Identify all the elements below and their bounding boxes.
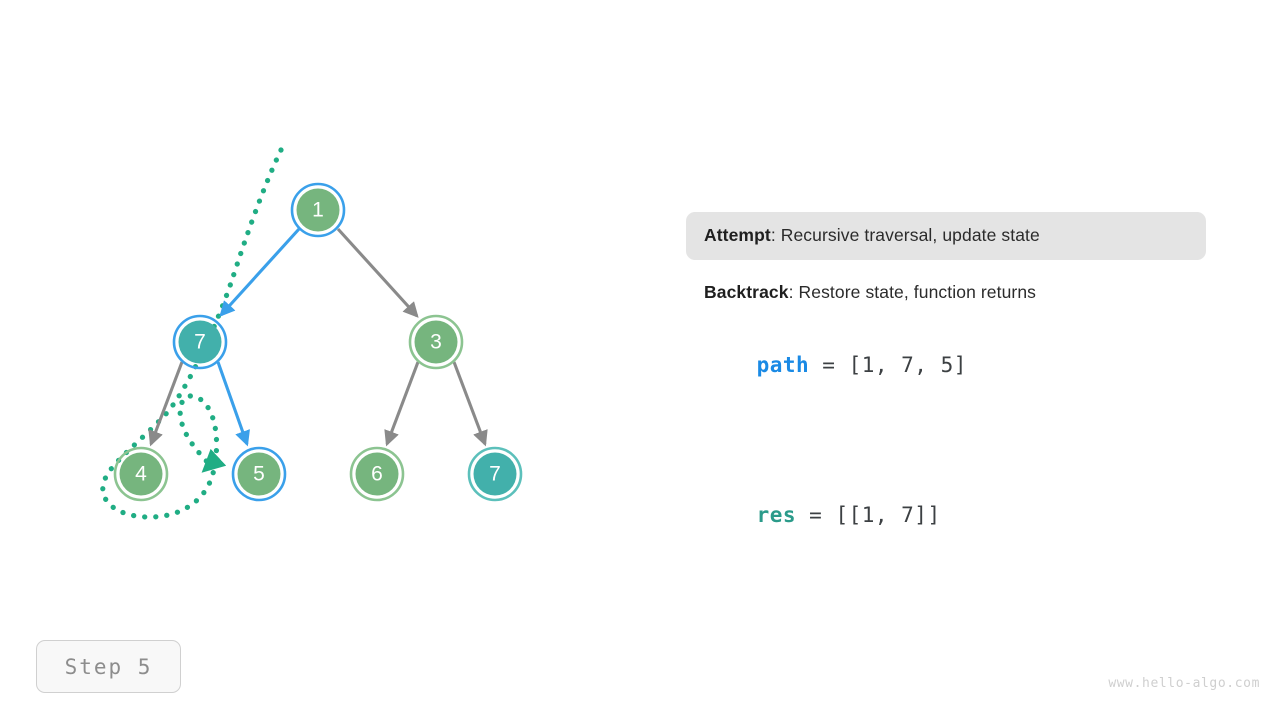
edge-7-4 xyxy=(148,361,184,447)
node-label: 5 xyxy=(253,463,265,486)
tree-node-7-right[interactable]: 7 xyxy=(467,446,523,502)
state-res-variable: res xyxy=(756,503,797,527)
edge-3-7 xyxy=(452,361,488,447)
state-res-value: = [[1, 7]] xyxy=(796,503,941,527)
state-path-line: path = [1, 7, 5] xyxy=(686,329,1206,401)
edge-1-3 xyxy=(336,227,419,318)
edge-7-5 xyxy=(216,361,250,447)
tree-node-6[interactable]: 6 xyxy=(349,446,405,502)
state-res-line: res = [[1, 7]] xyxy=(686,479,1206,551)
legend-backtrack-row: Backtrack: Restore state, function retur… xyxy=(686,282,1206,303)
legend-attempt-description: : Recursive traversal, update state xyxy=(770,225,1040,245)
info-panel: Attempt: Recursive traversal, update sta… xyxy=(686,212,1206,551)
legend-backtrack-description: : Restore state, function returns xyxy=(788,282,1037,302)
tree-node-4[interactable]: 4 xyxy=(113,446,169,502)
node-label: 7 xyxy=(194,331,206,354)
watermark: www.hello-algo.com xyxy=(1108,676,1260,691)
edge-3-6 xyxy=(384,361,420,447)
node-label: 1 xyxy=(312,199,324,222)
legend-attempt-term: Attempt xyxy=(704,225,771,245)
node-label: 7 xyxy=(489,463,501,486)
tree-node-5[interactable]: 5 xyxy=(231,446,287,502)
legend-backtrack-term: Backtrack xyxy=(704,282,789,302)
tree-diagram: 1 7 3 4 5 6 7 xyxy=(100,147,523,520)
legend-attempt-row: Attempt: Recursive traversal, update sta… xyxy=(686,212,1206,260)
state-path-variable: path xyxy=(756,353,810,377)
state-path-value: = [1, 7, 5] xyxy=(809,353,967,377)
tree-node-3[interactable]: 3 xyxy=(408,314,464,370)
traversal-dotted-path xyxy=(100,147,284,520)
tree-edges xyxy=(148,227,488,447)
tree-node-7-left[interactable]: 7 xyxy=(172,314,228,370)
node-label: 4 xyxy=(135,463,147,486)
node-label: 3 xyxy=(430,331,442,354)
tree-node-1[interactable]: 1 xyxy=(290,182,346,238)
step-badge: Step 5 xyxy=(36,640,181,693)
edge-1-7 xyxy=(219,227,301,317)
node-label: 6 xyxy=(371,463,383,486)
